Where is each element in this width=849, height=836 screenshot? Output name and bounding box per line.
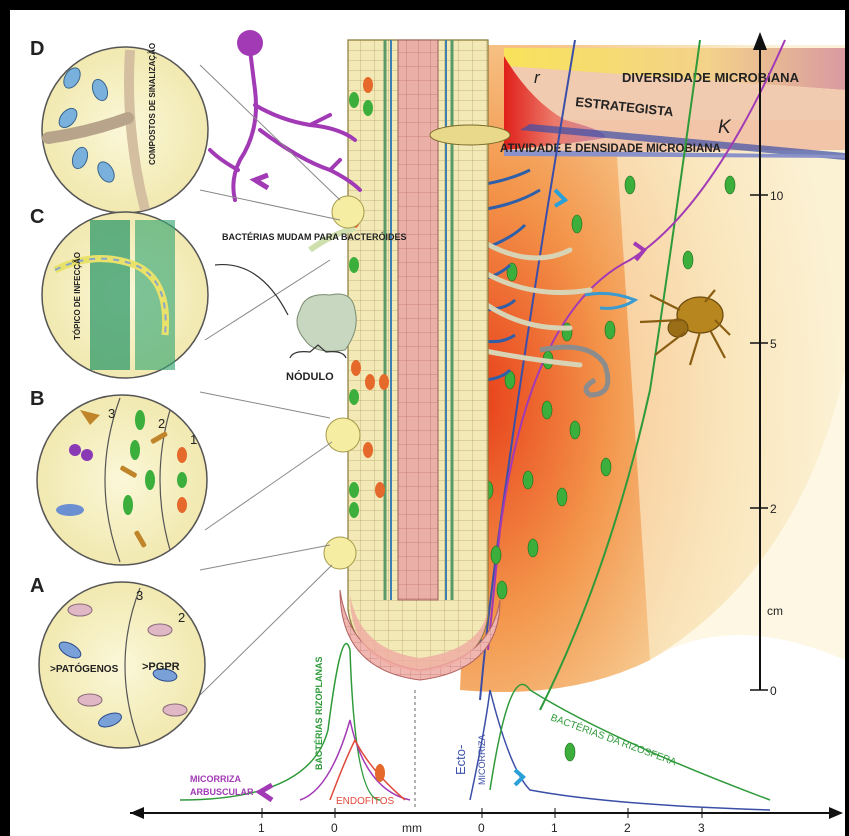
activity-label: ATIVIDADE E DENSIDADE MICROBIANA	[500, 143, 721, 155]
a-zone-3: 3	[136, 588, 143, 603]
vertical-unit: cm	[767, 604, 783, 618]
ecto-label: Ecto-	[453, 745, 468, 775]
b-zone-2: 2	[158, 416, 165, 431]
rhizosphere-diagram: DIVERSIDADE MICROBIANA r ESTRATEGISTA K …	[10, 10, 845, 836]
inset-d-caption: COMPOSTOS DE SINALIZAÇÃO	[148, 43, 157, 165]
vtick-0: 0	[770, 684, 777, 698]
ecto-arrow	[515, 770, 523, 785]
endophytes-label: ENDOFITOS	[336, 796, 394, 807]
htick-left-0: 0	[331, 821, 338, 835]
nodule	[297, 228, 356, 351]
k-label: K	[718, 117, 732, 138]
spore	[237, 30, 263, 56]
horizontal-axis: 1 0 mm 0 1 2 3	[130, 807, 843, 835]
diagram-frame: DIVERSIDADE MICROBIANA r ESTRATEGISTA K …	[10, 10, 845, 836]
arbuscule-marker	[255, 175, 268, 188]
rhizoplane-label: BACTÉRIAS RIZOPLANAS	[314, 656, 324, 770]
mycorrhiza-label: MICORRIZA	[477, 735, 487, 786]
inset-b: 3 2 1	[37, 395, 207, 565]
htick-left-1: 1	[258, 821, 265, 835]
vtick-5: 5	[770, 337, 777, 351]
label-c: C	[30, 206, 44, 228]
bacteroids-label: BACTÉRIAS MUDAM PARA BACTERÓIDES	[222, 231, 407, 242]
bacteroids-label-text: BACTÉRIAS MUDAM PARA BACTERÓIDES	[222, 231, 407, 242]
arbuscular-hyphae	[210, 50, 360, 200]
label-b: B	[30, 388, 44, 410]
arbuscular-label-1: MICORRIZA	[190, 774, 241, 784]
vtick-2: 2	[770, 502, 777, 516]
vtick-10: 10	[770, 189, 784, 203]
a-zone-2: 2	[178, 610, 185, 625]
htick-right-1: 1	[551, 821, 558, 835]
inset-a: 3 2 >PATÓGENOS >PGPR	[39, 582, 205, 748]
a-pgpr: >PGPR	[142, 661, 180, 673]
inset-c: TÓPICO DE INFECÇÃO	[42, 212, 208, 378]
htick-right-3: 3	[698, 821, 705, 835]
label-d: D	[30, 38, 44, 60]
b-zone-3: 3	[108, 406, 115, 421]
htick-right-2: 2	[624, 821, 631, 835]
inset-d: COMPOSTOS DE SINALIZAÇÃO	[42, 43, 208, 213]
htick-right-0: 0	[478, 821, 485, 835]
arbuscular-arrow	[260, 785, 272, 800]
root-cross-section	[340, 40, 510, 680]
horizontal-unit: mm	[402, 821, 422, 835]
label-a: A	[30, 575, 44, 597]
endophyte-dot-bottom	[375, 764, 385, 782]
inset-c-caption: TÓPICO DE INFECÇÃO	[73, 252, 82, 340]
nodule-label: NÓDULO	[286, 370, 334, 383]
arbuscular-label-2: ARBUSCULAR	[190, 787, 254, 797]
b-zone-1: 1	[190, 432, 197, 447]
a-pathogens: >PATÓGENOS	[50, 662, 119, 675]
diversity-label: DIVERSIDADE MICROBIANA	[622, 70, 800, 85]
